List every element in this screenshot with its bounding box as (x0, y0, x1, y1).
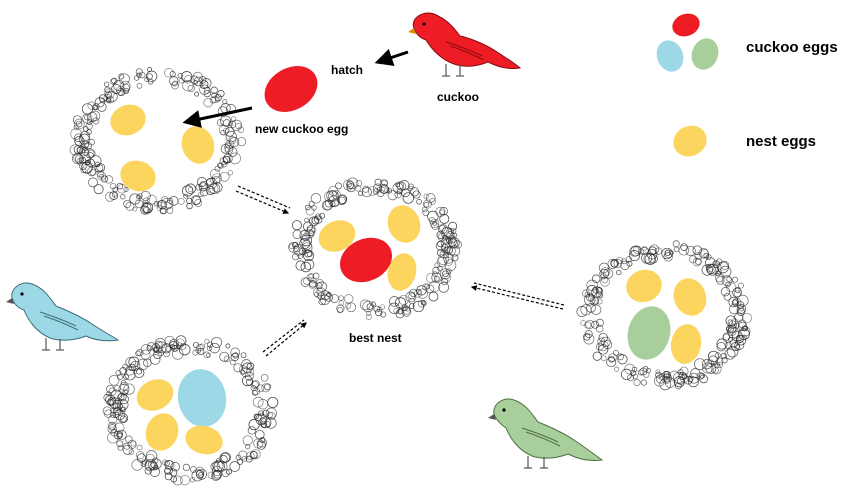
nest-top-left (70, 67, 246, 214)
host-egg-green (622, 301, 677, 364)
label-hatch: hatch (331, 63, 363, 77)
arrow-bottomleft-to-best (263, 320, 306, 356)
legend-nest-eggs-swatch (668, 120, 711, 162)
nest-egg (668, 274, 711, 321)
legend-cuckoo-eggs-swatch (652, 10, 722, 76)
nest-egg (176, 122, 219, 169)
label-best-nest: best nest (349, 331, 402, 345)
arrow-topleft-to-best (236, 186, 290, 213)
nest-egg (182, 422, 226, 459)
blue-host-bird-icon (6, 283, 118, 350)
red-cuckoo-bird-icon (408, 13, 520, 76)
nest-egg (106, 100, 150, 141)
nest-egg (116, 156, 160, 197)
nest-egg (140, 409, 183, 456)
label-new-cuckoo-egg: new cuckoo egg (255, 122, 348, 136)
nest-egg (131, 373, 178, 416)
new-cuckoo-egg (256, 57, 325, 121)
arrow-cuckoo-to-egg (378, 52, 408, 62)
green-host-bird-icon (488, 399, 602, 468)
nest-egg (668, 322, 704, 367)
nest-egg (382, 201, 425, 248)
legend: cuckoo eggs nest eggs (652, 10, 837, 162)
host-egg-blue (173, 365, 230, 430)
legend-cuckoo-eggs-label: cuckoo eggs (746, 39, 838, 56)
label-cuckoo: cuckoo (437, 90, 479, 104)
nest-egg (622, 265, 667, 307)
arrow-right-to-best (472, 283, 564, 309)
legend-nest-eggs-label: nest eggs (746, 133, 816, 150)
